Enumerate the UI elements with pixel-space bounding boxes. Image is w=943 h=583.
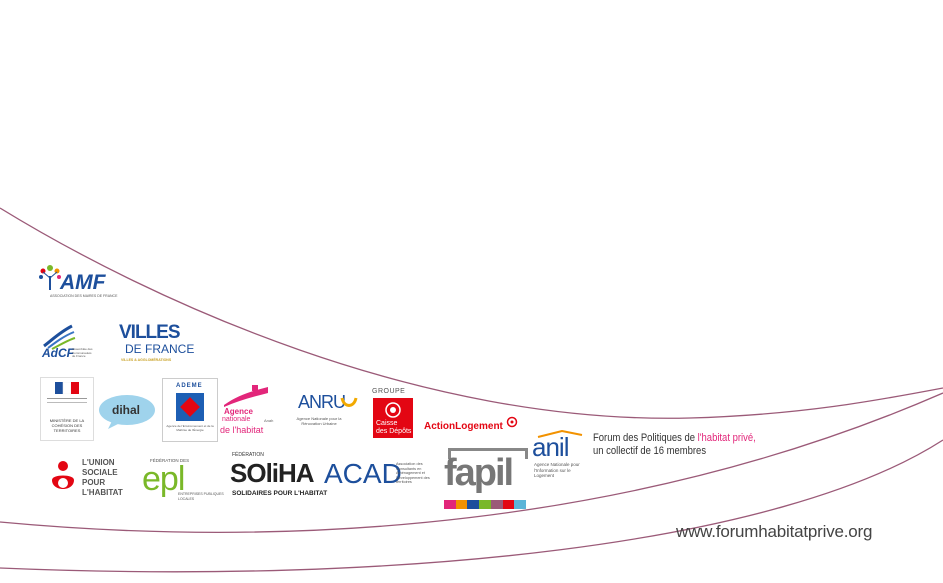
dihal-name: dihal (112, 403, 141, 417)
ministere-logo: MINISTÈRE DE LA COHÉSION DES TERRITOIRES (40, 377, 94, 441)
villes-line2: DE FRANCE (125, 342, 195, 356)
forum-line1-prefix: Forum des Politiques de (593, 432, 698, 444)
acad-tagline: Association des Consultants en Aménageme… (396, 462, 430, 485)
caisse-red-block: Caisse des Dépôts (373, 398, 413, 438)
anil-logo: anil Agence Nationale pour l'Information… (532, 430, 588, 490)
forum-line1-highlight: l'habitat privé, (697, 432, 756, 444)
ademe-logo: ADEME Agence de l'Environnement et de la… (162, 378, 218, 442)
caisse-line1: Caisse (376, 420, 398, 427)
anru-arc-icon (340, 397, 358, 407)
soliha-tagline: SOLIDAIRES POUR L'HABITAT (232, 490, 328, 497)
anil-tagline: Agence Nationale pour l'Information sur … (534, 462, 580, 478)
ademe-tagline: Agence de l'Environnement et de la Maîtr… (166, 424, 214, 432)
soliha-name: SOliHA (230, 458, 315, 488)
ministere-text: MINISTÈRE DE LA COHÉSION DES TERRITOIRES (49, 418, 85, 433)
fapil-roof (448, 448, 528, 459)
epl-top: FÉDÉRATION DES (150, 458, 190, 463)
villes-de-france-logo: VILLES DE FRANCE VILLES & AGGLOMÉRATIONS (119, 322, 194, 366)
amf-logo: AMF ASSOCIATION DES MAIRES DE FRANCE (38, 262, 128, 302)
forum-line2: un collectif de 16 membres (593, 445, 707, 457)
ush-line1: L'UNION (82, 458, 115, 467)
amf-tree-icon (39, 265, 61, 290)
amf-name: AMF (60, 271, 106, 294)
anah-line2: nationale (222, 416, 251, 423)
adcf-tagline: Assemblée des Communautés de France (72, 347, 93, 358)
forum-description: Forum des Politiques de l'habitat privé,… (593, 432, 756, 458)
anah-line1: Agence (224, 407, 253, 416)
anil-name: anil (532, 432, 569, 462)
action-logement-name: ActionLogement (424, 421, 503, 432)
villes-tagline: VILLES & AGGLOMÉRATIONS (121, 358, 172, 362)
soliha-top: FÉDÉRATION (232, 452, 264, 458)
anah-swoosh-icon (224, 385, 268, 407)
caisse-emblem-icon (385, 402, 401, 418)
amf-tagline: ASSOCIATION DES MAIRES DE FRANCE (50, 294, 118, 298)
caisse-group: GROUPE (372, 388, 406, 395)
anah-logo: Agence nationale de l'habitat Anah (220, 385, 276, 441)
acad-logo: ACAD Association des Consultants en Amén… (324, 458, 436, 498)
acad-name: ACAD (324, 458, 402, 489)
caisse-line2: des Dépôts (376, 428, 412, 435)
soliha-logo: FÉDÉRATION SOliHA SOLIDAIRES POUR L'HABI… (230, 452, 328, 502)
ush-line2: SOCIALE (82, 468, 118, 477)
ademe-name: ADEME (176, 383, 203, 389)
ush-figure-icon (52, 461, 74, 489)
marianne-flag-icon (55, 382, 79, 394)
caisse-des-depots-logo: GROUPE Caisse des Dépôts (372, 388, 416, 440)
curve-bottom (0, 439, 943, 573)
fapil-logo: fapil (444, 448, 528, 512)
adcf-logo: AdCF Assemblée des Communautés de France (40, 322, 93, 372)
ush-line3: POUR (82, 478, 106, 487)
anah-suffix: Anah (264, 418, 274, 423)
action-logement-logo: ActionLogement (424, 416, 520, 436)
adcf-name: AdCF (42, 346, 74, 360)
footer-url[interactable]: www.forumhabitatprive.org (676, 522, 873, 541)
anru-logo: ANRU Agence Nationale pour la Rénovation… (292, 392, 364, 438)
dihal-bubble-icon (99, 395, 155, 429)
curve-middle (0, 392, 943, 533)
anah-line3: de l'habitat (220, 425, 264, 435)
ush-line4: L'HABITAT (82, 488, 123, 497)
ademe-square-icon (176, 393, 204, 421)
epl-name: epl (142, 460, 185, 498)
adcf-stripes-icon (43, 324, 76, 350)
epl-logo: FÉDÉRATION DES epl ENTREPRISES PUBLIQUES… (142, 458, 226, 502)
union-sociale-habitat-logo: L'UNION SOCIALE POUR L'HABITAT (48, 458, 134, 502)
action-logement-icon (506, 416, 518, 428)
curve-top (0, 207, 943, 419)
fapil-name: fapil (444, 452, 514, 494)
villes-line1: VILLES (119, 322, 181, 343)
epl-tagline: ENTREPRISES PUBLIQUES LOCALES (178, 492, 224, 501)
forum-line1: Forum des Politiques de l'habitat privé, (593, 432, 756, 445)
dihal-logo: dihal (98, 393, 156, 429)
anil-roof-icon (537, 430, 583, 438)
anru-name: ANRU (298, 392, 346, 412)
anru-tagline: Agence Nationale pour la Rénovation Urba… (296, 416, 342, 426)
fapil-color-bar (444, 500, 527, 509)
